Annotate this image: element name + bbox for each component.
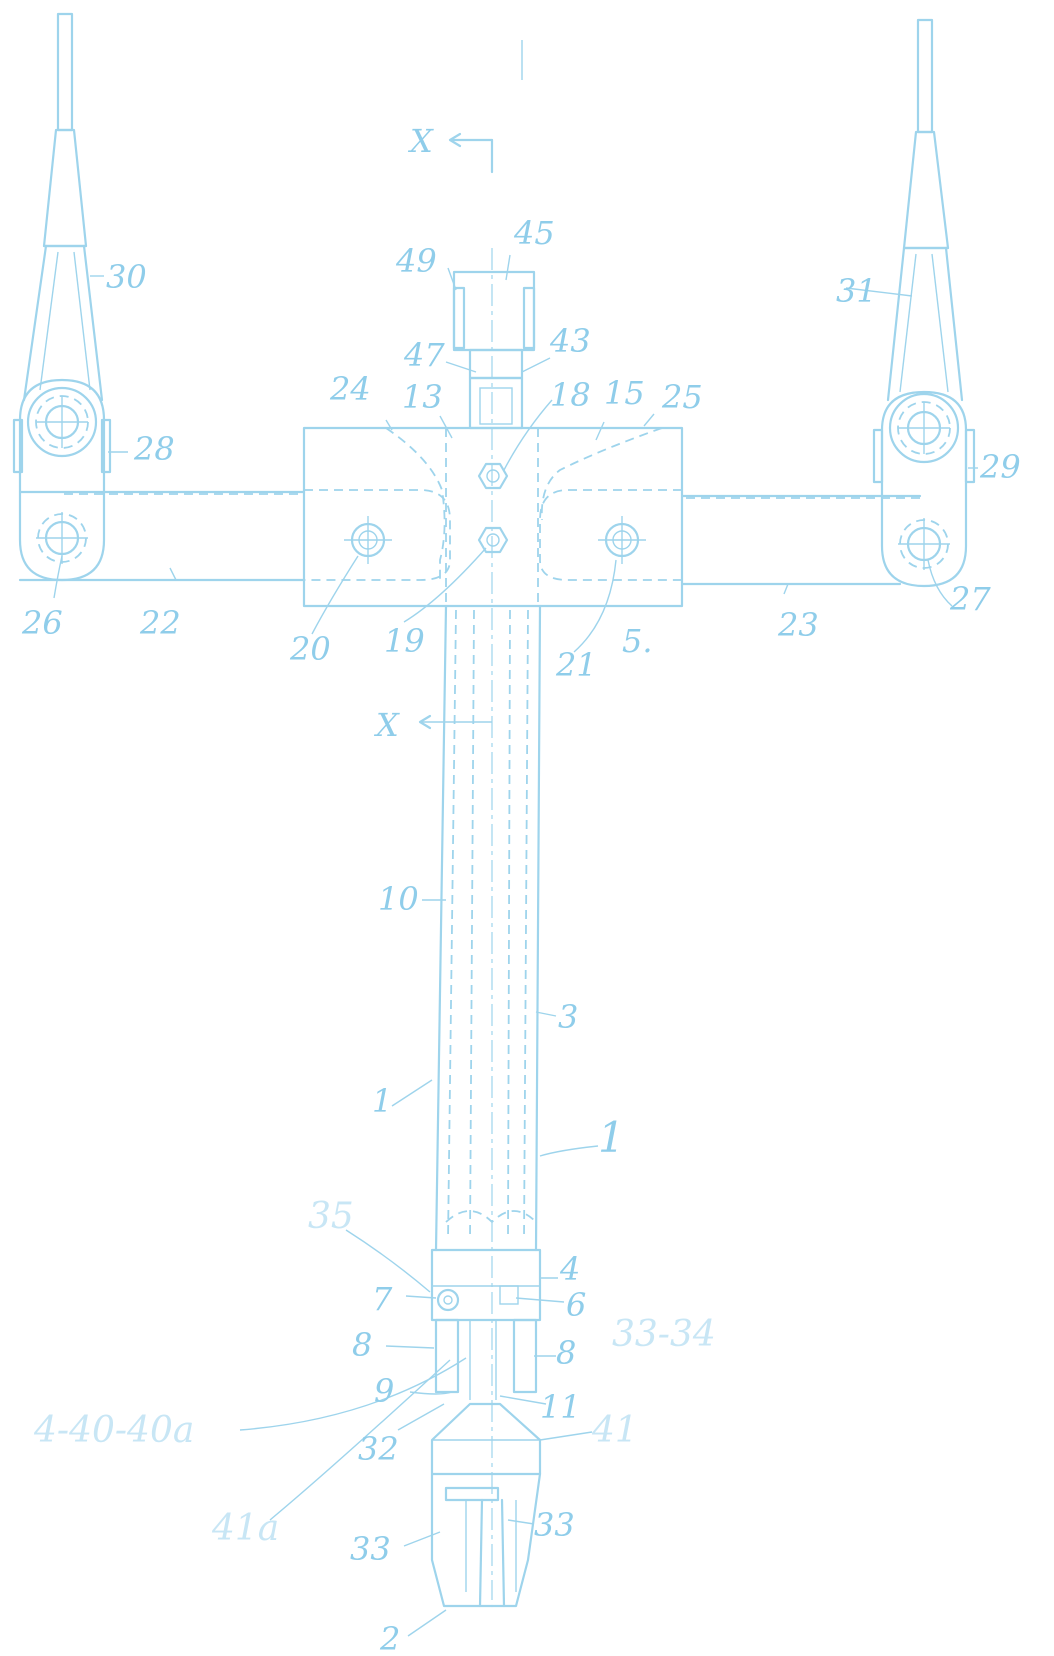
right-arm: [680, 494, 922, 586]
label-1-large: 1: [598, 1113, 625, 1162]
label-31: 31: [836, 272, 877, 310]
label-13: 13: [402, 378, 443, 416]
label-20: 20: [289, 630, 331, 668]
bolt-18: [477, 462, 509, 490]
tool-head: [430, 1402, 542, 1502]
label-29: 29: [979, 448, 1021, 486]
label-41a: 41a: [211, 1508, 279, 1549]
pin-21: [598, 516, 646, 564]
label-45: 45: [513, 214, 555, 252]
label-8-left: 8: [352, 1326, 372, 1364]
central-housing: [302, 426, 684, 608]
label-23: 23: [777, 606, 819, 644]
label-28: 28: [133, 430, 175, 468]
label-15: 15: [604, 374, 645, 412]
label-22: 22: [139, 604, 181, 642]
label-49: 49: [395, 242, 437, 280]
left-upright: [12, 12, 112, 582]
label-27: 27: [949, 580, 991, 618]
label-33-left: 33: [350, 1530, 391, 1568]
label-32: 32: [358, 1430, 399, 1468]
section-marker-top: [448, 132, 494, 174]
main-shaft: [434, 604, 542, 1252]
label-33-34: 33-34: [612, 1314, 716, 1355]
label-1-small: 1: [372, 1082, 392, 1120]
label-section-mid: X: [373, 706, 400, 744]
pin-20: [344, 516, 392, 564]
label-4-40-40a: 4-40-40a: [33, 1410, 194, 1451]
top-head: [452, 270, 536, 430]
clamp-jaws: [434, 1318, 538, 1400]
label-33-right: 33: [534, 1506, 575, 1544]
label-47: 47: [403, 336, 445, 374]
label-11: 11: [540, 1388, 581, 1426]
section-marker-mid: [418, 714, 492, 730]
label-3: 3: [558, 998, 578, 1036]
label-6: 6: [566, 1286, 586, 1324]
label-43: 43: [549, 322, 591, 360]
label-19: 19: [384, 622, 425, 660]
leader-lines: [53, 254, 978, 1637]
label-30: 30: [106, 258, 147, 296]
label-35: 35: [308, 1196, 354, 1237]
label-4: 4: [559, 1250, 580, 1288]
label-5: 5.: [622, 622, 653, 660]
label-section-top: X: [407, 122, 434, 160]
label-26: 26: [21, 604, 63, 642]
label-24: 24: [329, 370, 371, 408]
label-10: 10: [378, 880, 419, 918]
bolt-19: [477, 526, 509, 554]
label-18: 18: [550, 376, 591, 414]
label-7: 7: [372, 1280, 393, 1318]
tip-fingers: [430, 1472, 542, 1608]
label-25: 25: [661, 378, 703, 416]
label-21: 21: [555, 646, 597, 684]
label-2: 2: [379, 1620, 400, 1656]
lower-collar: [430, 1248, 542, 1322]
label-41: 41: [591, 1410, 638, 1451]
right-upright: [872, 18, 976, 588]
label-9: 9: [374, 1372, 394, 1410]
label-8-right: 8: [556, 1334, 576, 1372]
